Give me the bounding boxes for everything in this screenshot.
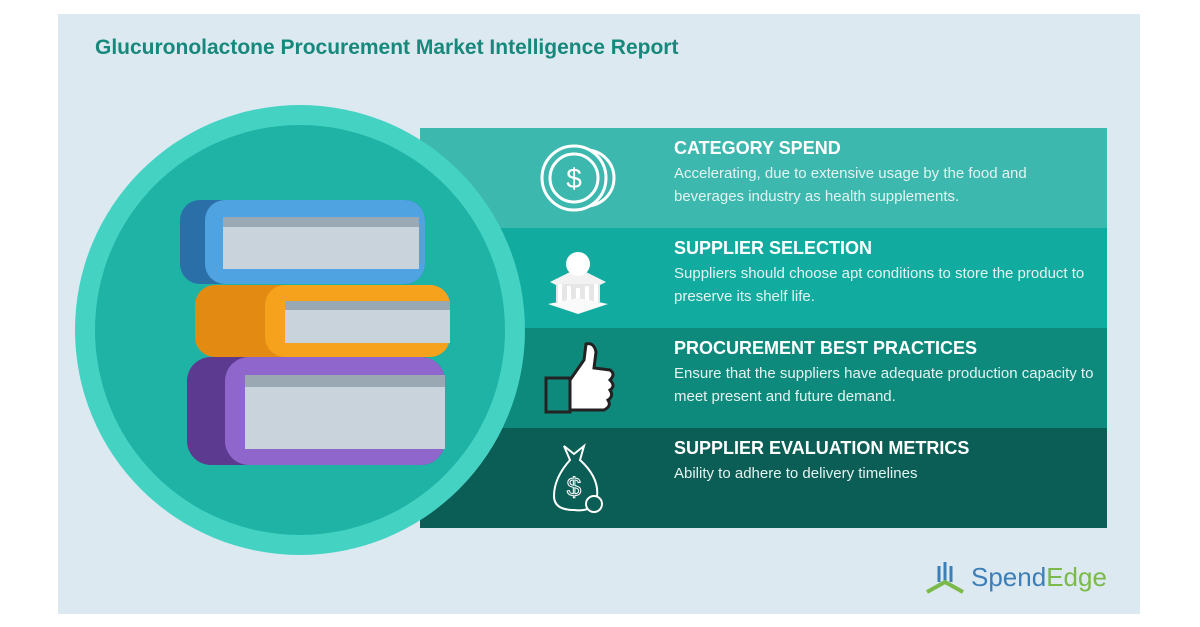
- section-supplier-evaluation-metrics: $ SUPPLIER EVALUATION METRICS Ability to…: [420, 428, 1107, 528]
- section-heading: CATEGORY SPEND: [674, 138, 841, 158]
- section-supplier-selection: SUPPLIER SELECTION Suppliers should choo…: [420, 228, 1107, 328]
- section-procurement-best-practices: PROCUREMENT BEST PRACTICES Ensure that t…: [420, 328, 1107, 428]
- svg-text:$: $: [566, 163, 582, 194]
- section-text: Ability to adhere to delivery timelines: [674, 465, 918, 482]
- report-title: Glucuronolactone Procurement Market Inte…: [95, 36, 679, 59]
- section-category-spend: $ CATEGORY SPEND Accelerating, due to ex…: [420, 128, 1107, 228]
- building-icon: [548, 252, 608, 314]
- coins-icon: $: [540, 144, 616, 212]
- svg-text:$: $: [567, 472, 582, 502]
- logo-text-spend: Spend: [971, 561, 1047, 592]
- section-text: Suppliers should choose apt conditions t…: [674, 265, 1085, 305]
- thumbs-up-icon: [544, 342, 615, 414]
- section-text: Accelerating, due to extensive usage by …: [674, 165, 1027, 205]
- logo-text-edge: Edge: [1046, 561, 1107, 592]
- books-stack-icon: [180, 200, 450, 465]
- money-bag-icon: $: [552, 443, 603, 513]
- spendedge-logo: SpendEdge: [925, 560, 1107, 594]
- section-heading: SUPPLIER EVALUATION METRICS: [674, 438, 970, 458]
- circle-inner: [95, 125, 505, 535]
- section-heading: PROCUREMENT BEST PRACTICES: [674, 338, 978, 358]
- section-heading: SUPPLIER SELECTION: [674, 238, 873, 258]
- section-text: Ensure that the suppliers have adequate …: [674, 365, 1094, 405]
- spendedge-logo-icon: [926, 562, 964, 594]
